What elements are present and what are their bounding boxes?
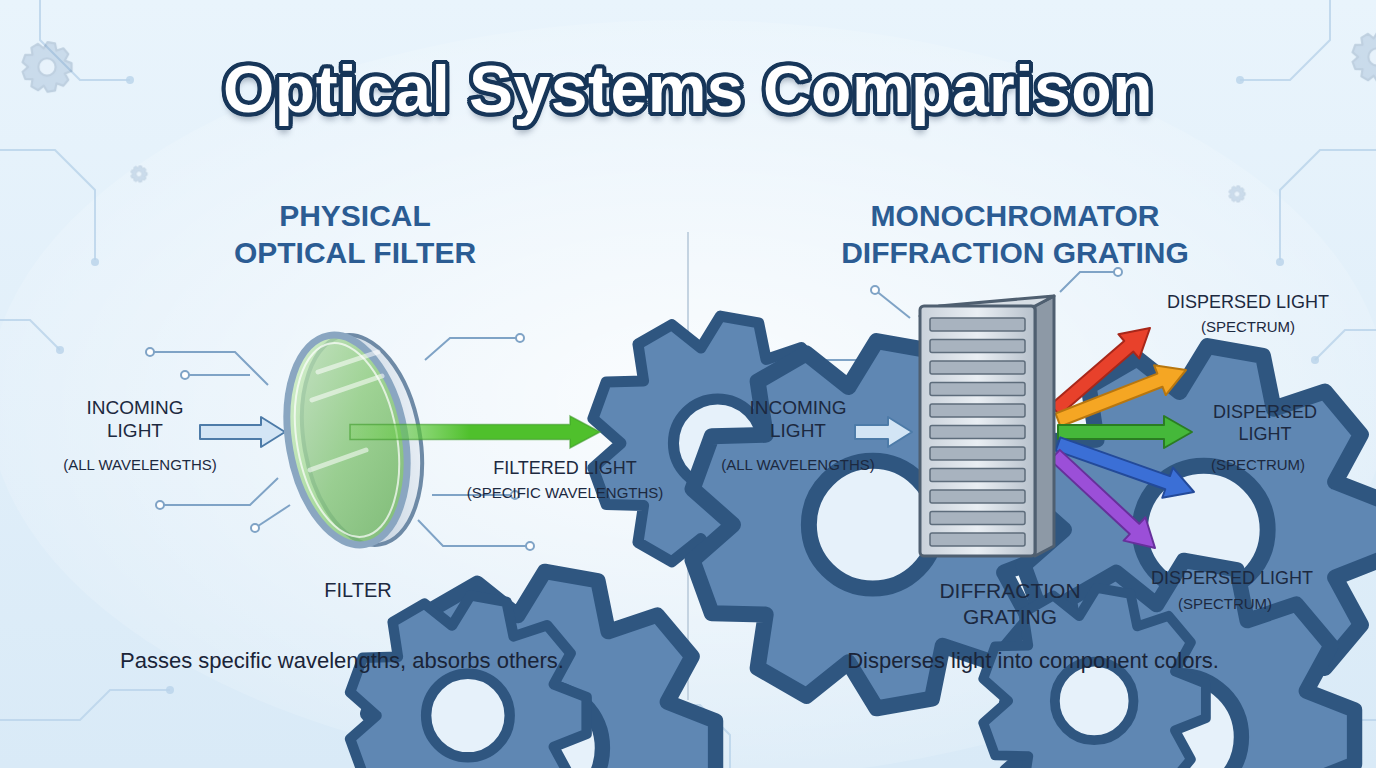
light-label: DISPERSED LIGHT xyxy=(1122,568,1342,590)
light-label: INCOMING LIGHT xyxy=(76,396,194,442)
incoming-light-arrow xyxy=(200,417,285,447)
light-sublabel: (ALL WAVELENGTHS) xyxy=(30,456,250,474)
grating-slat xyxy=(930,318,1025,331)
grating-slat xyxy=(930,490,1025,503)
grating-slat xyxy=(930,404,1025,417)
grating-slat xyxy=(930,383,1025,396)
panel-caption: Disperses light into component colors. xyxy=(753,648,1313,675)
diagram-title: Optical Systems Comparison xyxy=(88,52,1288,128)
incoming-light-arrow xyxy=(855,417,912,447)
part-name: FILTER xyxy=(298,578,418,602)
grating-slat xyxy=(930,533,1025,546)
light-label: INCOMING LIGHT xyxy=(739,396,857,442)
gears xyxy=(350,316,1376,768)
grating-slat xyxy=(930,447,1025,460)
violet-light-arrow xyxy=(1050,450,1155,548)
panel-heading: MONOCHROMATOR DIFFRACTION GRATING xyxy=(825,198,1205,271)
light-sublabel: (SPECTRUM) xyxy=(1145,595,1305,613)
grating-slat xyxy=(930,426,1025,439)
light-sublabel: (SPECTRUM) xyxy=(1168,318,1328,336)
light-sublabel: (SPECTRUM) xyxy=(1183,456,1333,474)
light-label: DISPERSED LIGHT xyxy=(1138,292,1358,314)
light-label: DISPERSED LIGHT xyxy=(1206,402,1324,446)
grating-slat xyxy=(930,512,1025,525)
grating-slat xyxy=(930,469,1025,482)
circuit-dots xyxy=(146,268,1122,589)
panel-caption: Passes specific wavelengths, absorbs oth… xyxy=(22,648,662,675)
part-name: DIFFRACTION GRATING xyxy=(925,578,1095,629)
grating-slat xyxy=(930,340,1025,353)
diffraction-grating xyxy=(920,296,1054,556)
light-sublabel: (ALL WAVELENGTHS) xyxy=(688,456,908,474)
filtered-light-arrow xyxy=(350,416,600,448)
light-sublabel: (SPECIFIC WAVELENGTHS) xyxy=(445,484,685,502)
light-label: FILTERED LIGHT xyxy=(450,458,680,480)
background-gears xyxy=(23,32,1376,202)
grating-slat xyxy=(930,361,1025,374)
panel-heading: PHYSICAL OPTICAL FILTER xyxy=(220,198,490,271)
circuit-lines xyxy=(150,272,1118,585)
filtered-light-arrow xyxy=(350,416,600,448)
